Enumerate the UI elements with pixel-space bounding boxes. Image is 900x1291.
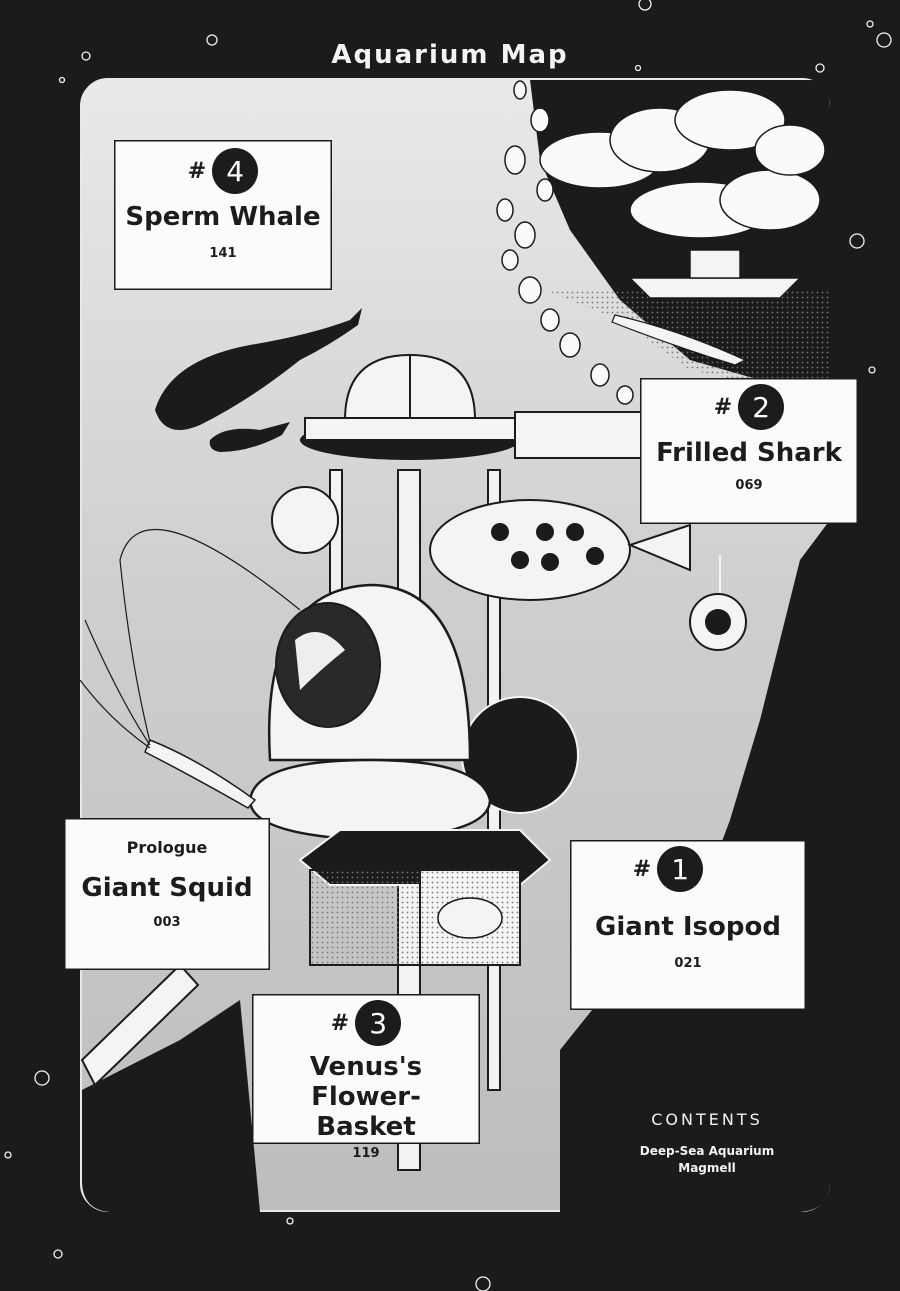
chapter-number: 3 xyxy=(355,1000,402,1046)
hash-symbol: # xyxy=(187,158,207,184)
chapter-card-giant-squid[interactable]: Prologue Giant Squid 003 xyxy=(64,818,270,970)
contents-heading: CONTENTS xyxy=(651,1110,763,1129)
chapter-card-frilled-shark[interactable]: # 2 Frilled Shark 069 xyxy=(640,378,858,524)
chapter-number: 1 xyxy=(657,846,704,892)
contents-subtitle-line-2: Magmell xyxy=(678,1161,736,1175)
chapter-title: Giant Isopod xyxy=(595,912,781,942)
chapter-number: 4 xyxy=(212,148,259,194)
contents-subtitle-line-1: Deep-Sea Aquarium xyxy=(639,1144,775,1158)
hash-symbol: # xyxy=(330,1010,350,1036)
chapter-number: 2 xyxy=(738,384,785,430)
chapter-title-line-2: Basket xyxy=(316,1112,416,1142)
contents-block: CONTENTS Deep-Sea Aquarium Magmell xyxy=(622,1110,792,1177)
chapter-page: 003 xyxy=(153,915,181,930)
chapter-page: 119 xyxy=(352,1146,380,1161)
contents-subtitle: Deep-Sea Aquarium Magmell xyxy=(622,1143,792,1177)
chapter-page: 069 xyxy=(735,478,763,493)
chapter-page: 141 xyxy=(209,246,237,261)
hash-symbol: # xyxy=(713,394,733,420)
chapter-title: Frilled Shark xyxy=(656,438,842,468)
chapter-title-line-1: Venus's Flower- xyxy=(309,1052,423,1112)
chapter-card-venus-flower-basket[interactable]: # 3 Venus's Flower- Basket 119 xyxy=(252,994,480,1161)
chapter-page: 021 xyxy=(674,956,702,971)
chapter-prefix: Prologue xyxy=(126,838,208,857)
chapter-card-sperm-whale[interactable]: # 4 Sperm Whale 141 xyxy=(114,140,332,290)
chapter-card-giant-isopod[interactable]: # 1 Giant Isopod 021 xyxy=(570,840,806,1010)
page-title: Aquarium Map xyxy=(331,40,569,70)
chapter-title: Sperm Whale xyxy=(125,202,321,232)
chapter-title: Giant Squid xyxy=(81,873,253,903)
hash-symbol: # xyxy=(632,856,652,882)
